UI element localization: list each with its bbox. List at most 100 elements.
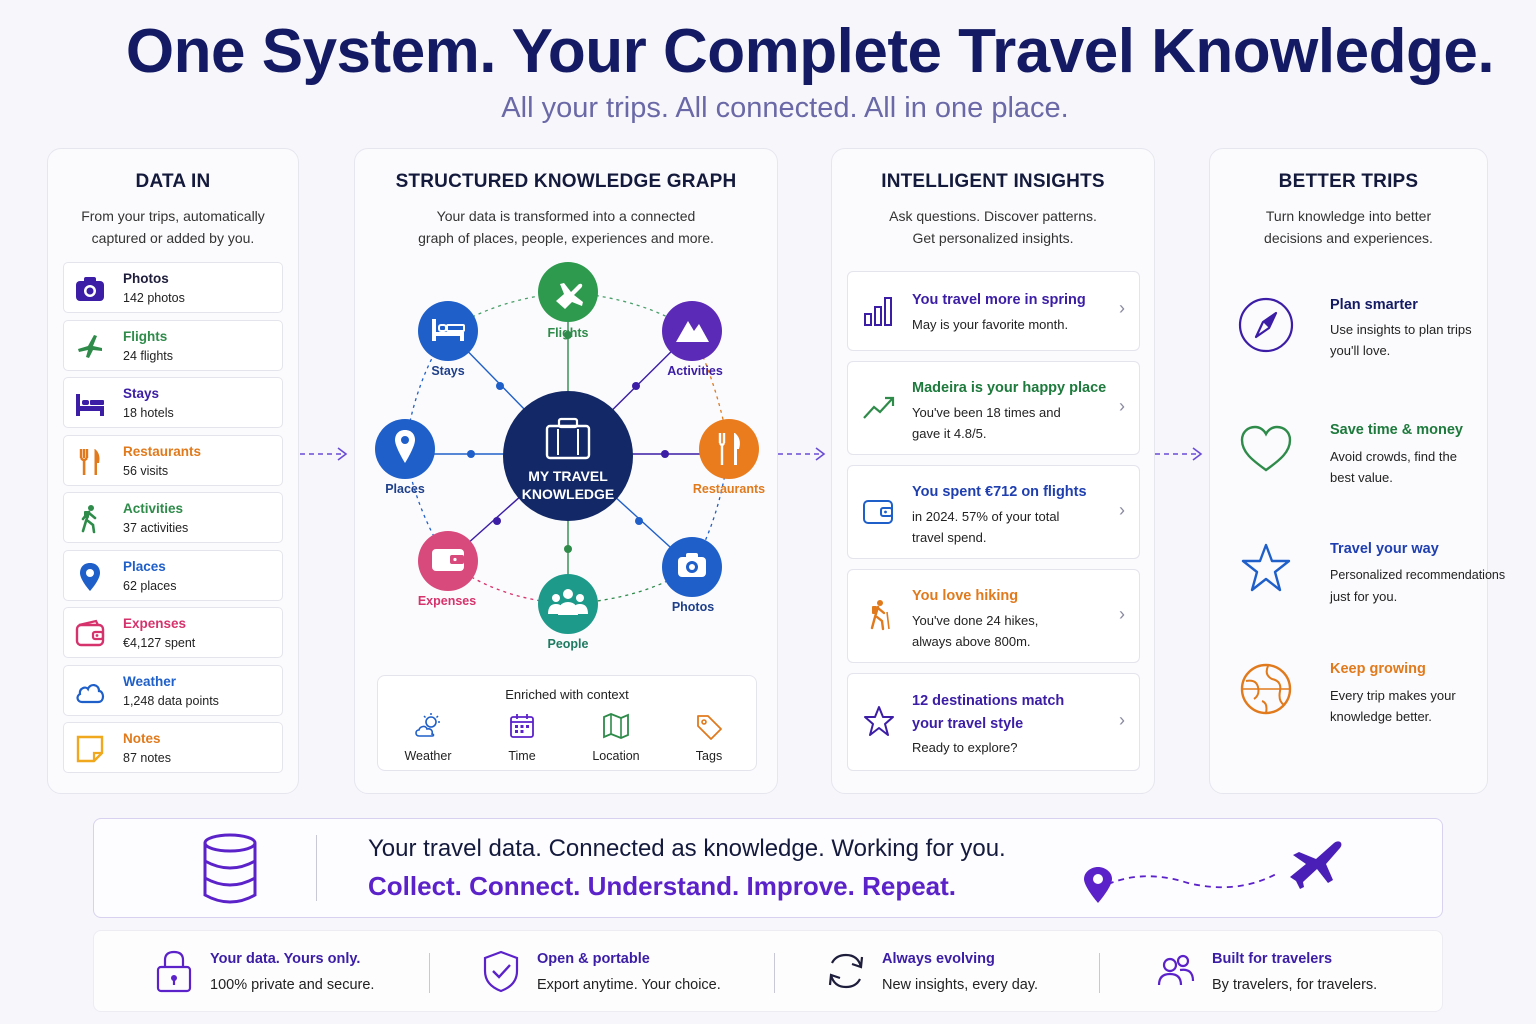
data-item-expenses[interactable]: Expenses €4,127 spent	[63, 607, 283, 658]
graph-desc-line2: graph of places, people, experiences and…	[418, 230, 714, 246]
cutlery-icon	[718, 433, 726, 465]
insight-card-spring[interactable]: You travel more in spring May is your fa…	[847, 271, 1140, 351]
flight-path-graphic	[1084, 841, 1342, 903]
hiker-icon	[81, 505, 97, 534]
feature-title: Open & portable	[537, 951, 650, 967]
node-restaurants[interactable]: Restaurants	[692, 482, 766, 496]
insight-title: Madeira is your happy place	[912, 380, 1107, 396]
context-location[interactable]: Location	[576, 712, 656, 763]
insight-card-destinations[interactable]: 12 destinations match your travel style …	[847, 673, 1140, 771]
node-people[interactable]: People	[547, 637, 589, 651]
better-desc-line2: decisions and experiences.	[1264, 230, 1433, 246]
weather-icon	[415, 713, 440, 737]
better-text-2: you'll love.	[1330, 343, 1391, 358]
chevron-right-icon: ›	[1119, 604, 1125, 624]
node-places[interactable]: Places	[385, 482, 425, 496]
feature-title: Always evolving	[882, 951, 995, 967]
center-line1: MY TRAVEL	[528, 468, 608, 484]
context-time[interactable]: Time	[482, 712, 562, 763]
insight-text-2: travel spend.	[912, 530, 987, 545]
better-text-1: Avoid crowds, find the	[1330, 449, 1457, 464]
context-box: Enriched with context Weather Time Locat…	[377, 675, 757, 771]
data-item-label: Activities	[123, 501, 184, 516]
mountain-icon	[676, 321, 709, 342]
feature-title: Your data. Yours only.	[210, 951, 361, 967]
better-text-1: Personalized recommendations	[1330, 568, 1506, 582]
node-flights[interactable]: Flights	[547, 326, 589, 340]
node-expenses[interactable]: Expenses	[417, 594, 477, 608]
compass-icon	[1238, 297, 1294, 353]
data-item-value: 24 flights	[123, 348, 174, 363]
refresh-icon	[828, 953, 864, 989]
data-item-restaurants[interactable]: Restaurants 56 visits	[63, 434, 283, 486]
chevron-right-icon: ›	[1119, 298, 1125, 318]
insights-desc: Ask questions. Discover patterns. Get pe…	[832, 205, 1154, 249]
plane-icon	[556, 283, 583, 309]
insight-text: May is your favorite month.	[912, 317, 1069, 332]
context-label: Time	[508, 749, 536, 763]
data-item-value: 1,248 data points	[123, 693, 219, 708]
better-item-plan: Plan smarter Use insights to plan trips …	[1234, 297, 1484, 377]
pin-icon	[1084, 867, 1112, 903]
data-item-places[interactable]: Places 62 places	[63, 549, 283, 601]
node-photos[interactable]: Photos	[671, 600, 715, 614]
better-title: Travel your way	[1330, 541, 1439, 557]
calendar-icon	[510, 714, 534, 738]
insight-card-madeira[interactable]: Madeira is your happy place You've been …	[847, 361, 1140, 455]
graph-desc: Your data is transformed into a connecte…	[355, 205, 777, 249]
better-text-1: Every trip makes your	[1330, 688, 1456, 703]
graph-center-label: MY TRAVEL KNOWLEDGE	[518, 467, 618, 503]
data-item-value: 62 places	[123, 578, 177, 593]
insight-title: You travel more in spring	[912, 292, 1086, 308]
data-item-label: Weather	[123, 673, 177, 689]
note-icon	[76, 735, 104, 763]
insights-desc-line1: Ask questions. Discover patterns.	[889, 208, 1097, 224]
data-item-value: 37 activities	[123, 521, 189, 535]
better-text-2: best value.	[1330, 470, 1393, 485]
graph-panel: STRUCTURED KNOWLEDGE GRAPH Your data is …	[354, 148, 778, 794]
context-weather[interactable]: Weather	[388, 712, 468, 763]
data-item-photos[interactable]: Photos 142 photos	[63, 262, 283, 313]
plane-icon	[1290, 841, 1342, 889]
data-item-flights[interactable]: Flights 24 flights	[63, 319, 283, 371]
better-item-way: Travel your way Personalized recommendat…	[1234, 541, 1505, 621]
insight-card-hiking[interactable]: You love hiking You've done 24 hikes, al…	[847, 569, 1140, 663]
node-activities[interactable]: Activities	[667, 364, 723, 378]
data-in-heading: DATA IN	[135, 171, 211, 192]
suitcase-icon	[545, 417, 591, 460]
flow-arrow-3	[1155, 447, 1203, 461]
context-tags[interactable]: Tags	[669, 712, 749, 763]
insights-panel: INTELLIGENT INSIGHTS Ask questions. Disc…	[831, 148, 1155, 794]
better-desc-line1: Turn knowledge into better	[1265, 208, 1432, 224]
bed-icon	[76, 394, 104, 416]
data-item-label: Places	[123, 558, 166, 574]
data-in-desc-line2: captured or added by you.	[91, 230, 255, 246]
data-item-notes[interactable]: Notes 87 notes	[63, 722, 283, 773]
insight-text-2: gave it 4.8/5.	[912, 426, 987, 441]
data-item-label: Notes	[123, 731, 161, 746]
summary-banner: Your travel data. Connected as knowledge…	[93, 818, 1443, 918]
star-icon	[864, 706, 894, 736]
insights-desc-line2: Get personalized insights.	[912, 230, 1074, 246]
data-item-stays[interactable]: Stays 18 hotels	[63, 377, 283, 428]
data-in-desc: From your trips, automatically captured …	[48, 205, 298, 249]
insight-text-2: always above 800m.	[912, 634, 1031, 649]
data-item-value: 87 notes	[123, 751, 171, 765]
flow-arrow-1	[300, 447, 348, 461]
context-title: Enriched with context	[505, 687, 629, 702]
data-item-weather[interactable]: Weather 1,248 data points	[63, 664, 283, 716]
graph-desc-line1: Your data is transformed into a connecte…	[436, 208, 696, 224]
context-label: Location	[592, 749, 640, 763]
people-icon	[548, 589, 588, 615]
data-item-activities[interactable]: Activities 37 activities	[63, 492, 283, 543]
bed-icon	[432, 319, 465, 341]
insight-card-spend[interactable]: You spent €712 on flights in 2024. 57% o…	[847, 465, 1140, 559]
chevron-right-icon: ›	[1119, 396, 1125, 416]
globe-icon	[1240, 663, 1292, 715]
banner-line2: Collect. Connect. Understand. Improve. R…	[368, 871, 956, 901]
better-item-grow: Keep growing Every trip makes your knowl…	[1234, 661, 1484, 741]
data-item-value: 18 hotels	[123, 406, 174, 420]
node-stays[interactable]: Stays	[431, 364, 465, 378]
knowledge-graph	[375, 262, 759, 634]
shield-check-icon	[483, 950, 519, 993]
